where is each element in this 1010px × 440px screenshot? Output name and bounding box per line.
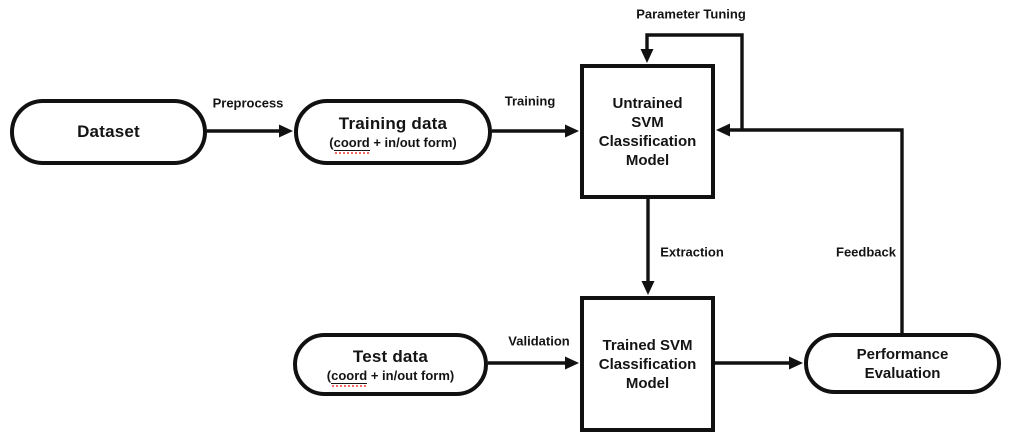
edge-feedback-line [728, 128, 904, 333]
arrowhead-parameter-tuning [640, 49, 654, 63]
sublabel-prefix: ( [329, 135, 334, 150]
arrowhead-evaluation [789, 356, 803, 370]
edge-label-training: Training [502, 93, 558, 109]
node-training-data-label: Training data [338, 114, 448, 133]
arrowhead-validation [565, 356, 579, 370]
node-dataset: Dataset [10, 99, 207, 165]
node-trained-svm-model: Trained SVM Classification Model [580, 296, 715, 432]
sublabel-coord-underlined: coord [331, 367, 368, 384]
node-performance-evaluation-label: Performance Evaluation [856, 345, 949, 382]
node-untrained-svm-model: Untrained SVM Classification Model [580, 64, 715, 199]
sublabel-suffix: + in/out form) [369, 135, 457, 150]
node-trained-svm-model-label: Trained SVM Classification Model [598, 336, 697, 392]
node-untrained-svm-model-label: Untrained SVM Classification Model [598, 94, 697, 169]
sublabel-suffix: + in/out form) [367, 367, 455, 383]
arrowhead-extraction [641, 281, 655, 295]
node-test-data-label: Test data [352, 346, 429, 366]
node-test-data-sublabel: (coord + in/out form) [326, 367, 455, 384]
arrowhead-preprocess [279, 124, 293, 138]
node-test-data: Test data (coord + in/out form) [293, 333, 488, 396]
sublabel-coord-underlined: coord [333, 135, 370, 151]
edge-label-feedback: Feedback [834, 244, 898, 260]
arrowhead-feedback [716, 123, 730, 137]
edge-label-preprocess: Preprocess [210, 95, 286, 111]
node-training-data: Training data (coord + in/out form) [294, 99, 492, 165]
edge-parameter-tuning-line [645, 33, 744, 130]
edge-label-parameter-tuning: Parameter Tuning [634, 6, 748, 22]
node-training-data-sublabel: (coord + in/out form) [329, 135, 457, 151]
arrowhead-training [565, 124, 579, 138]
edge-label-extraction: Extraction [658, 244, 726, 260]
edge-label-validation: Validation [506, 333, 572, 349]
node-performance-evaluation: Performance Evaluation [804, 333, 1001, 394]
sublabel-prefix: ( [326, 367, 332, 383]
node-dataset-label: Dataset [77, 122, 140, 141]
